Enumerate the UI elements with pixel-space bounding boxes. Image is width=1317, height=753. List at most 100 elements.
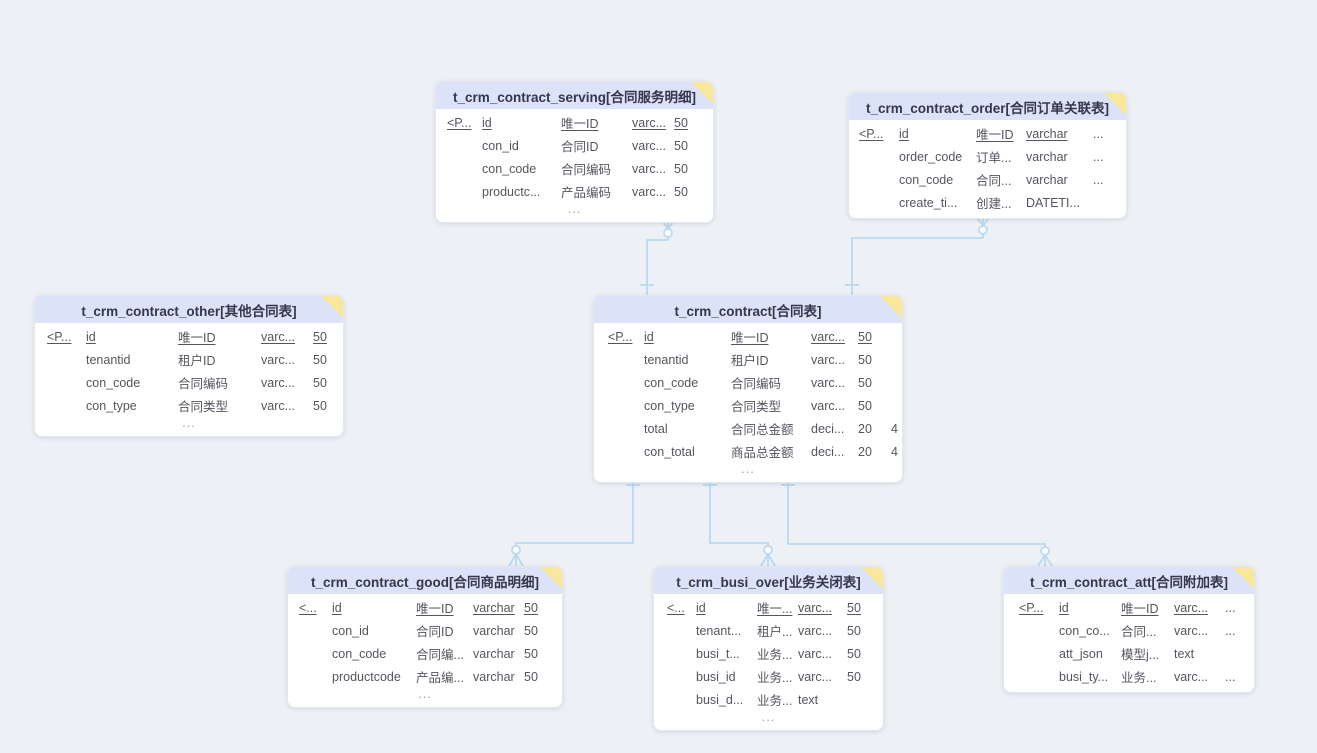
field-row: con_total 商品总金额 deci... 20 4 [594,440,902,463]
fold-corner-icon [880,296,902,318]
field-comment: 合同编... [416,648,464,662]
field-comment: 唯一ID [178,331,216,345]
field-length: 50 [524,600,538,615]
field-name: busi_id [696,669,736,684]
table-header[interactable]: t_crm_contract_serving[合同服务明细] [436,82,713,109]
field-row: <... id 唯一ID varchar 50 [288,596,562,619]
field-length: 50 [858,375,872,390]
field-comment: 唯一ID [416,602,454,616]
field-pk-tag: <P... [447,115,472,130]
field-pk-tag: <P... [47,329,72,344]
relationship-att-contract[interactable] [781,472,1053,567]
table-header[interactable]: t_crm_busi_over[业务关闭表] [654,567,883,594]
field-type: varc... [1174,623,1209,638]
table-title: t_crm_contract_order[合同订单关联表] [865,100,1110,116]
field-type: text [798,692,819,707]
table-header[interactable]: t_crm_contract_att[合同附加表] [1004,567,1254,594]
table-header[interactable]: t_crm_contract[合同表] [594,296,902,323]
field-pk-tag: <P... [859,126,884,141]
field-type: varc... [261,375,296,390]
table-title: t_crm_contract_good[合同商品明细] [310,574,540,590]
field-row: con_code 合同编码 varc... 50 [35,371,343,394]
field-name: id [482,115,492,130]
field-length: ... [1225,669,1236,684]
field-comment: 产品编... [416,671,464,685]
field-name: productcode [332,669,401,684]
field-length: ... [1093,149,1104,164]
field-row: con_code 合同... varchar ... [849,168,1126,191]
field-type: varc... [798,669,833,684]
field-comment: 租户... [757,625,793,639]
field-row: <P... id 唯一ID varc... ... [1004,596,1254,619]
table-t_crm_contract_other[interactable]: t_crm_contract_other[其他合同表] <P... id 唯一I… [34,295,344,437]
field-length: 50 [858,398,872,413]
field-length: 50 [313,352,327,367]
table-fields: <P... id 唯一ID varc... ... con_co... 合同..… [1004,594,1254,692]
relationship-good-contract[interactable] [508,472,640,567]
field-comment: 订单... [976,151,1012,165]
field-length: ... [1093,172,1104,187]
field-scale: 4 [891,444,898,459]
field-name: busi_t... [696,646,740,661]
field-pk-tag: <P... [608,329,633,344]
field-length: 50 [858,329,872,344]
table-header[interactable]: t_crm_contract_good[合同商品明细] [288,567,562,594]
relationship-serving-contract[interactable] [640,218,676,295]
table-title: t_crm_contract_serving[合同服务明细] [452,89,697,105]
field-comment: 合同编码 [178,377,229,391]
table-t_crm_busi_over[interactable]: t_crm_busi_over[业务关闭表] <... id 唯一... var… [653,566,884,731]
field-comment: 合同编码 [561,163,612,177]
field-length: 50 [858,352,872,367]
field-name: id [1059,600,1069,615]
table-header[interactable]: t_crm_contract_order[合同订单关联表] [849,93,1126,120]
fold-corner-icon [1232,567,1254,589]
relationship-order-contract[interactable] [845,215,991,295]
field-name: tenantid [86,352,131,367]
field-comment: 唯一ID [976,128,1014,142]
field-type: varc... [811,398,846,413]
field-type: varc... [798,623,833,638]
field-type: varc... [632,184,667,199]
row-ellipsis: ... [567,201,582,216]
field-name: busi_d... [696,692,744,707]
field-comment: 模型j... [1121,648,1160,662]
field-comment: 合同编码 [731,377,782,391]
field-name: con_type [644,398,695,413]
field-name: con_id [332,623,369,638]
field-row: create_ti... 创建... DATETI... [849,191,1126,214]
row-ellipsis: ... [418,686,432,701]
field-row: productc... 产品编码 varc... 50 [436,180,713,203]
table-header[interactable]: t_crm_contract_other[其他合同表] [35,296,343,323]
field-length: 50 [847,600,861,615]
field-length: 50 [524,646,538,661]
table-t_crm_contract[interactable]: t_crm_contract[合同表] <P... id 唯一ID varc..… [593,295,903,483]
table-t_crm_contract_serving[interactable]: t_crm_contract_serving[合同服务明细] <P... id … [435,81,714,223]
field-type: text [1174,646,1195,661]
table-t_crm_contract_good[interactable]: t_crm_contract_good[合同商品明细] <... id 唯一ID… [287,566,563,708]
table-fields: <... id 唯一ID varchar 50 con_id 合同ID varc… [288,594,562,707]
table-title: t_crm_contract_other[其他合同表] [81,303,297,319]
relationship-busiover-contract[interactable] [703,472,776,567]
field-type: varc... [261,329,296,344]
table-t_crm_contract_att[interactable]: t_crm_contract_att[合同附加表] <P... id 唯一ID … [1003,566,1255,693]
field-comment: 唯一ID [1121,602,1159,616]
field-row: <... id 唯一... varc... 50 [654,596,883,619]
field-name: con_code [86,375,141,390]
field-comment: 业务... [757,694,793,708]
field-row: con_type 合同类型 varc... 50 [594,394,902,417]
row-ellipsis: ... [741,461,755,476]
field-type: varc... [261,398,296,413]
field-type: varc... [798,646,833,661]
field-comment: 合同类型 [731,400,782,414]
table-t_crm_contract_order[interactable]: t_crm_contract_order[合同订单关联表] <P... id 唯… [848,92,1127,219]
field-row: con_id 合同ID varchar 50 [288,619,562,642]
field-length: 20 [858,421,872,436]
field-length: ... [1093,126,1104,141]
field-row: productcode 产品编... varchar 50 [288,665,562,688]
field-name: con_type [86,398,137,413]
field-comment: 合同... [1121,625,1157,639]
field-length: 50 [674,161,688,176]
field-type: varc... [1174,669,1209,684]
